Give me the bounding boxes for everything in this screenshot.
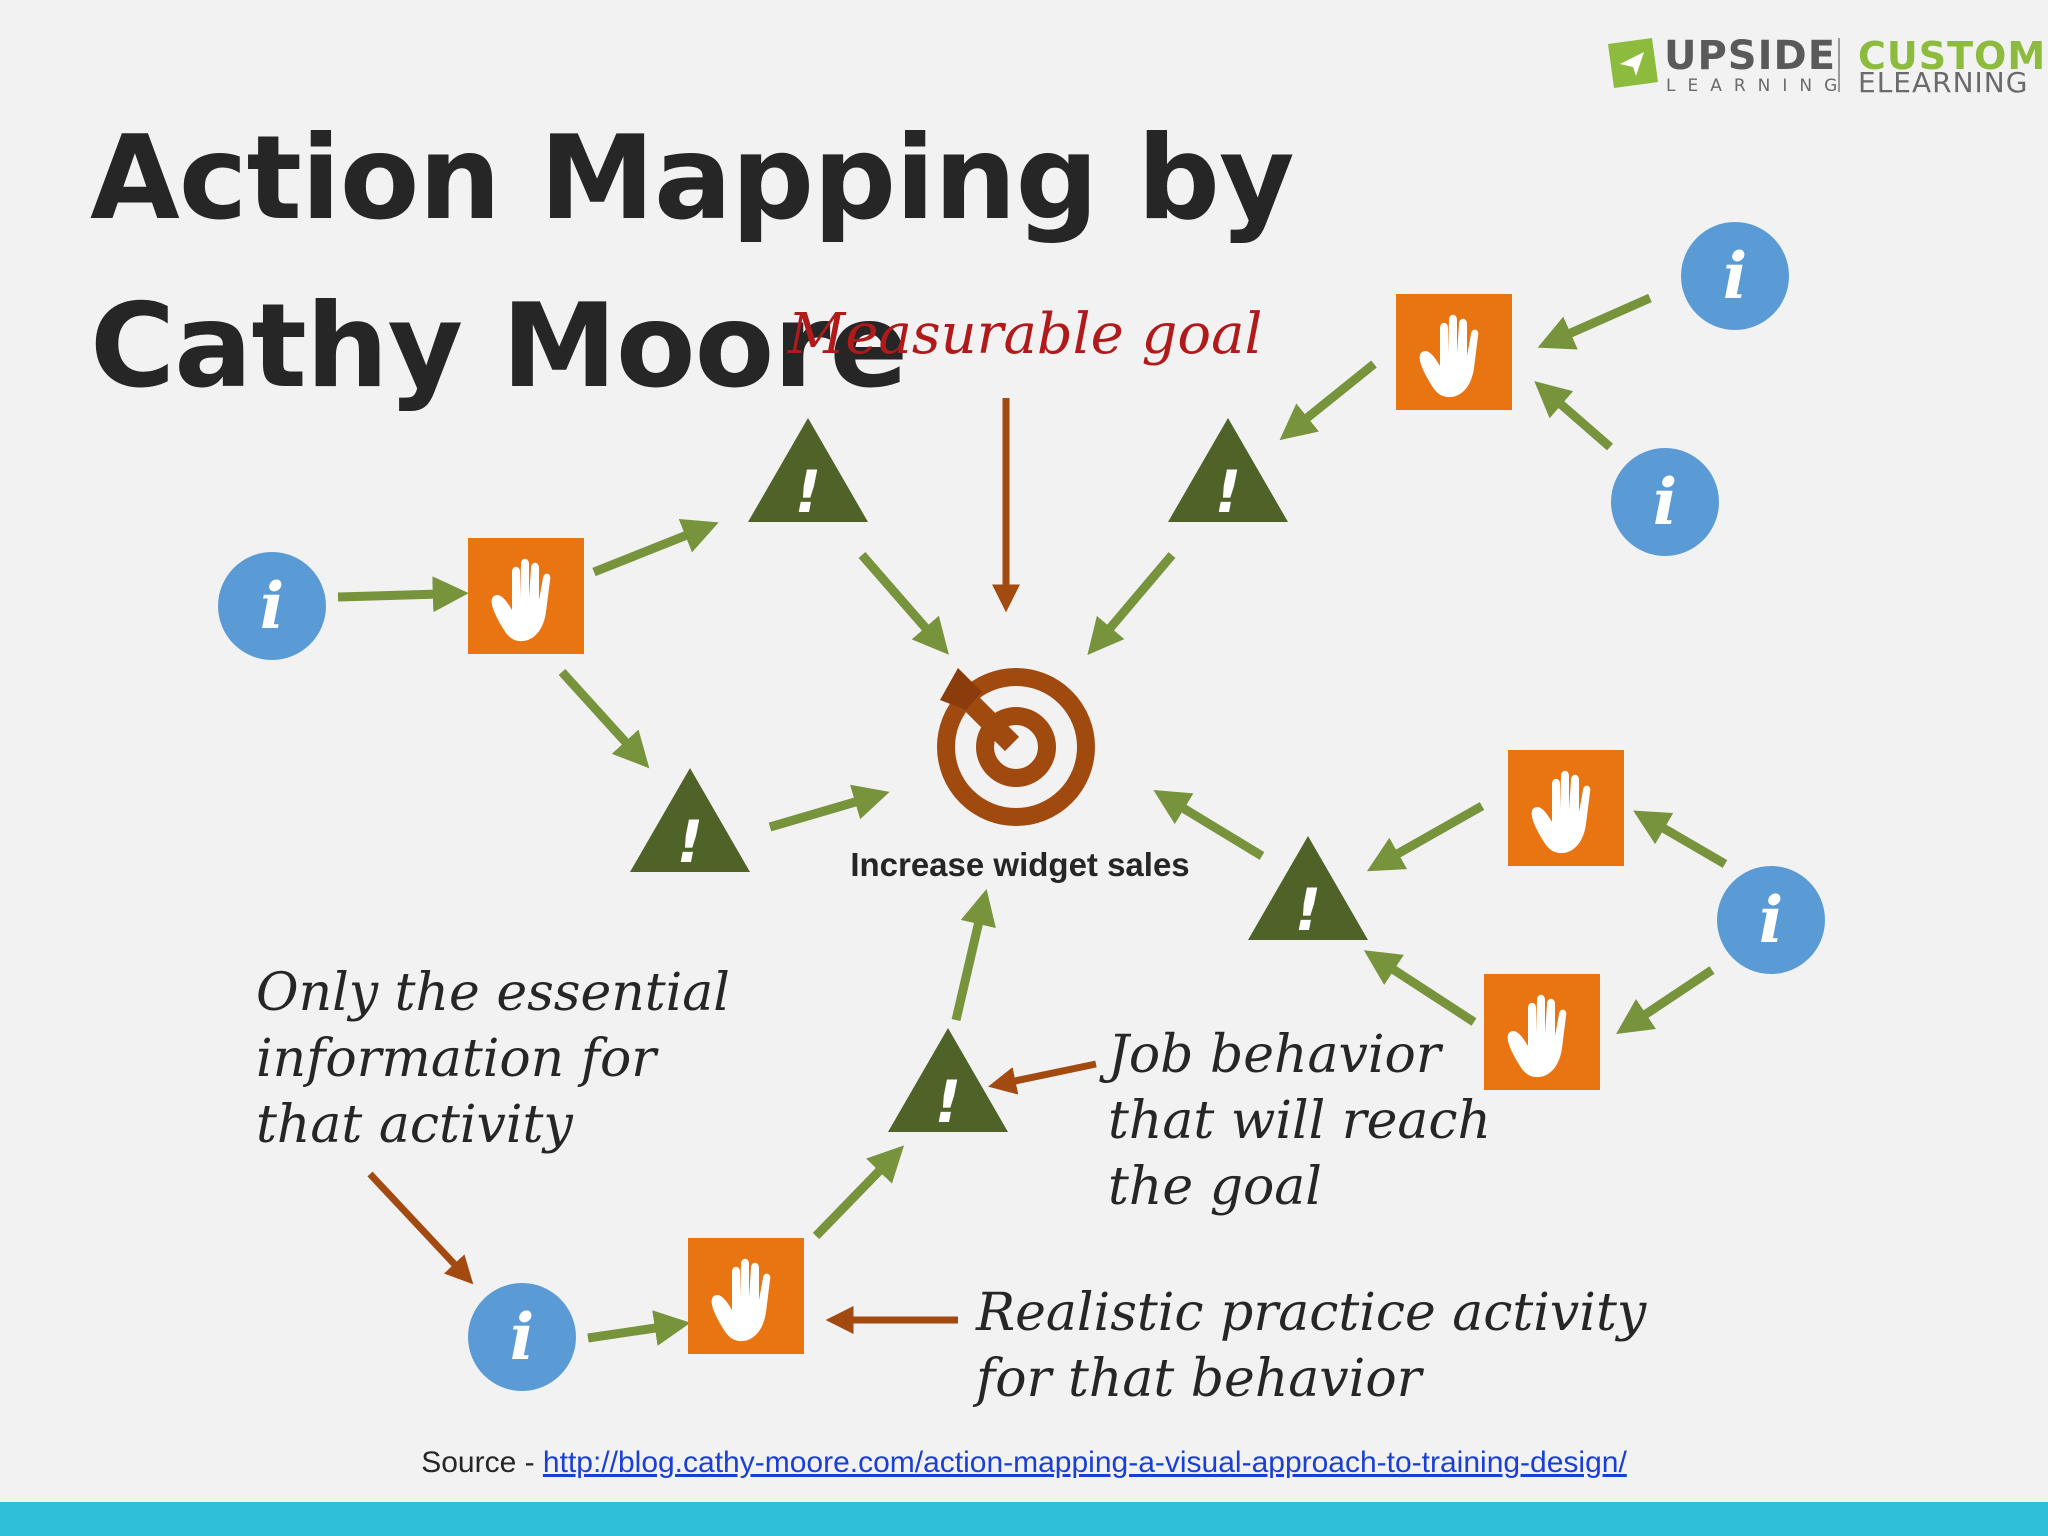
logo-brand: UPSIDE (1664, 33, 1837, 79)
arrow-practice-to-behavior (592, 518, 719, 577)
svg-text:i: i (1723, 239, 1747, 314)
arrow-practice-to-behavior (1279, 360, 1377, 441)
warning-triangle-icon: ! (888, 1028, 1008, 1136)
company-logo: UPSIDE LEARNING CUSTOM ELEARNING (1608, 33, 2045, 99)
hand-icon (468, 538, 584, 654)
logo-divider (1838, 38, 1840, 92)
warning-triangle-icon: ! (1168, 418, 1288, 526)
annotation-arrows (367, 398, 1097, 1334)
arrow-practice-to-behavior (812, 1145, 905, 1240)
page-title: Action Mapping by Cathy Moore (90, 111, 1295, 414)
flow-arrows (337, 293, 1728, 1346)
hand-icon (1508, 750, 1624, 866)
logo-arrow-icon (1608, 38, 1658, 88)
svg-text:i: i (1653, 465, 1677, 540)
arrow-job-caption (988, 1060, 1097, 1095)
warning-triangle-icon: ! (630, 768, 750, 876)
hand-icon (688, 1238, 804, 1354)
arrow-info-caption (367, 1171, 474, 1285)
source-prefix: Source - (421, 1446, 543, 1479)
bottom-bar (0, 1502, 2048, 1536)
goal-caption: Measurable goal (788, 302, 1263, 367)
practice-icons (468, 294, 1624, 1354)
info-icon: i (1717, 866, 1825, 974)
info-icon: i (1681, 222, 1789, 330)
goal-label: Increase widget sales (850, 846, 1190, 883)
job-behavior-caption: Job behavior that will reach the goal (1108, 1025, 1491, 1217)
arrow-behavior-to-goal (951, 888, 996, 1022)
svg-text:i: i (1759, 883, 1783, 958)
info-icon: i (1611, 448, 1719, 556)
logo-brand-sub: LEARNING (1666, 76, 1850, 96)
hand-icon (1396, 294, 1512, 410)
practice-activity-caption: Realistic practice activity for that beh… (976, 1283, 1647, 1409)
target-icon (937, 668, 1095, 826)
arrow-info-to-practice (1633, 810, 1728, 868)
warning-triangle-icon: ! (1248, 836, 1368, 944)
arrow-info-to-practice (1537, 293, 1652, 350)
info-icon: i (468, 1283, 576, 1391)
arrow-practice-to-behavior (1363, 950, 1477, 1026)
warning-triangle-icon: ! (748, 418, 868, 526)
arrow-behavior-to-goal (1153, 790, 1265, 860)
svg-text:i: i (260, 569, 284, 644)
svg-text:!: ! (795, 458, 821, 526)
arrow-practice-to-behavior-lower (558, 668, 650, 769)
arrow-behavior-to-goal (768, 784, 890, 832)
info-icon: i (218, 552, 326, 660)
arrow-info-to-practice (1534, 381, 1613, 451)
arrow-behavior-to-goal (858, 552, 949, 655)
source-link[interactable]: http://blog.cathy-moore.com/action-mappi… (542, 1446, 1627, 1479)
arrow-info-to-practice (1616, 966, 1715, 1034)
arrow-info-to-practice (337, 576, 469, 613)
hand-icon (1484, 974, 1600, 1090)
svg-text:i: i (510, 1300, 534, 1375)
behavior-icons: ! ! ! ! ! (630, 418, 1368, 1136)
svg-text:!: ! (935, 1068, 961, 1136)
logo-tagline: CUSTOM (1858, 34, 2047, 78)
svg-text:!: ! (1215, 458, 1241, 526)
logo-tagline-sub: ELEARNING (1858, 66, 2029, 99)
information-caption: Only the essential information for that … (256, 963, 730, 1155)
arrow-info-to-practice (587, 1310, 691, 1346)
svg-text:!: ! (1295, 876, 1321, 944)
arrow-behavior-to-goal (1087, 552, 1176, 655)
svg-text:!: ! (677, 808, 703, 876)
source-line: Source - http://blog.cathy-moore.com/act… (0, 1446, 2048, 1480)
arrow-practice-to-behavior (1366, 802, 1485, 872)
info-icons: i i i i i (218, 222, 1825, 1391)
